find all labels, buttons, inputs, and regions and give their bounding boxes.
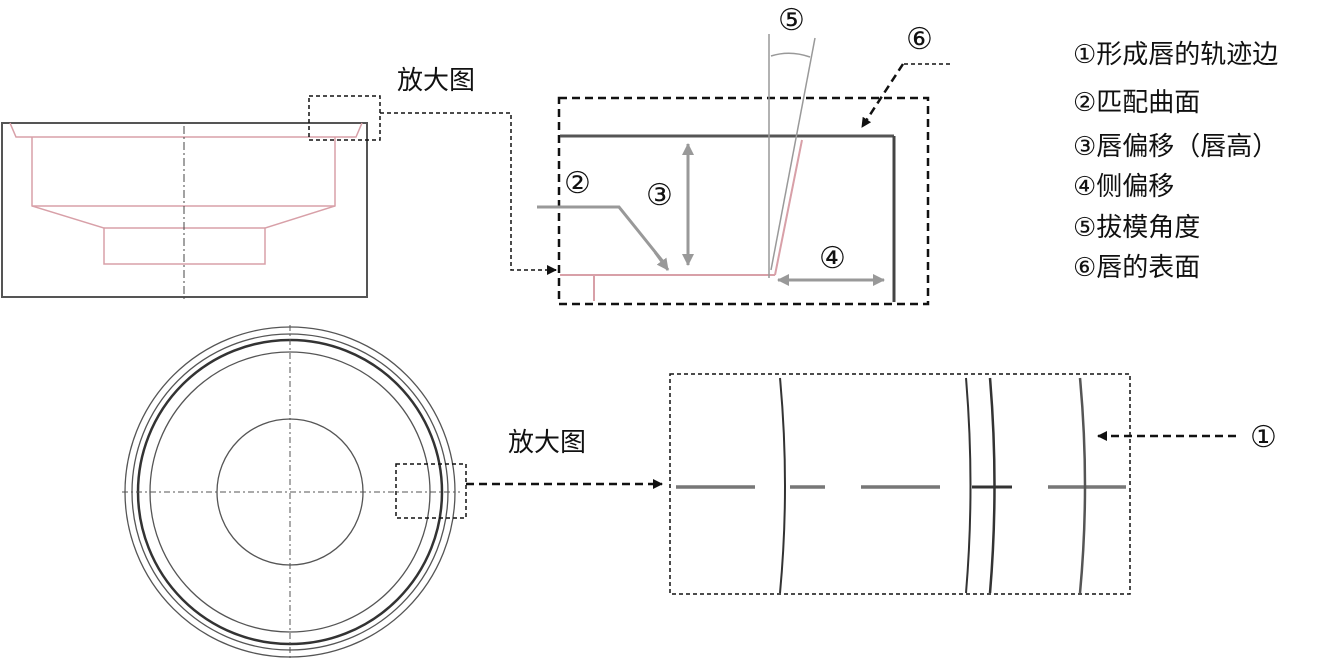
legend-item-6: ⑥唇的表面 — [1073, 253, 1200, 283]
legend-item-5: ⑤拔模角度 — [1073, 213, 1200, 243]
zoom-box-bottom — [395, 463, 467, 519]
callout-4: ④ — [819, 241, 846, 276]
zoom-box-top — [308, 95, 381, 141]
callout-2: ② — [564, 166, 591, 201]
legend: ①形成唇的轨迹边 ②匹配曲面 ③唇偏移（唇高） ④侧偏移 ⑤拔模角度 ⑥唇的表面 — [1073, 40, 1278, 283]
callout-3: ③ — [646, 178, 673, 213]
legend-item-1: ①形成唇的轨迹边 — [1073, 40, 1278, 70]
enlarged-detail-top — [537, 34, 950, 306]
top-view-circles — [122, 325, 663, 658]
legend-item-3: ③唇偏移（唇高） — [1073, 132, 1278, 162]
callout-1: ① — [1250, 420, 1277, 455]
legend-item-2: ②匹配曲面 — [1073, 88, 1200, 118]
enlarged-detail-bottom — [669, 373, 1236, 595]
enlarge-label-bottom: 放大图 — [508, 428, 586, 458]
legend-item-4: ④侧偏移 — [1073, 172, 1174, 202]
enlarge-label-top: 放大图 — [397, 66, 475, 96]
side-section-view — [1, 95, 557, 300]
callout-6: ⑥ — [906, 22, 933, 57]
callout-5: ⑤ — [778, 3, 805, 38]
